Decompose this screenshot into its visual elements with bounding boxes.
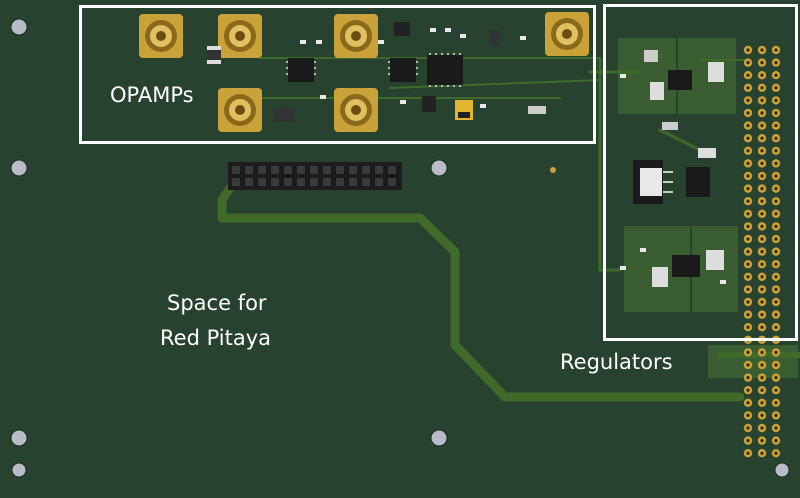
header-pin xyxy=(297,166,305,174)
sma-connector-icon xyxy=(545,12,589,56)
ic-chip-icon xyxy=(686,167,710,197)
header-pin xyxy=(349,166,357,174)
header-pin xyxy=(349,178,357,186)
resistor-icon xyxy=(274,108,294,122)
header-pin xyxy=(375,178,383,186)
header-pin xyxy=(245,166,253,174)
header-pin xyxy=(258,166,266,174)
regulators-highlight-box xyxy=(603,4,798,341)
mounting-hole xyxy=(430,429,448,447)
capacitor-icon xyxy=(706,250,724,270)
header-pin xyxy=(232,178,240,186)
header-pin xyxy=(258,178,266,186)
header-pin xyxy=(271,178,279,186)
capacitor-icon xyxy=(644,50,658,62)
sma-connector-icon xyxy=(334,14,378,58)
red-pitaya-label: Red Pitaya xyxy=(160,326,272,350)
mounting-hole xyxy=(11,462,27,478)
mounting-holes xyxy=(10,18,790,478)
header-pin xyxy=(323,178,331,186)
capacitor-icon xyxy=(650,82,664,100)
mounting-hole xyxy=(10,429,28,447)
mounting-hole xyxy=(774,462,790,478)
sma-connector-icon xyxy=(218,14,262,58)
header-pin xyxy=(323,166,331,174)
components xyxy=(207,22,726,287)
mounting-hole xyxy=(10,159,28,177)
header-pin xyxy=(284,166,292,174)
header-pin xyxy=(336,166,344,174)
sma-connectors xyxy=(139,12,589,132)
header-pin xyxy=(310,166,318,174)
capacitor-icon xyxy=(652,267,668,287)
header-pin xyxy=(375,166,383,174)
voltage-regulator-icon xyxy=(633,160,673,204)
opamps-label: OPAMPs xyxy=(110,83,194,107)
edge-connector-pins xyxy=(743,45,781,458)
header-pin xyxy=(362,166,370,174)
resistor-icon xyxy=(394,22,410,36)
pin-header-2x13 xyxy=(228,162,402,190)
header-pin xyxy=(362,178,370,186)
ic-chip-icon xyxy=(427,53,463,87)
mounting-hole xyxy=(430,159,448,177)
opamps-highlight-box xyxy=(79,5,596,144)
header-pin xyxy=(271,166,279,174)
capacitor-icon xyxy=(708,62,724,82)
space-for-label: Space for xyxy=(167,291,267,315)
ic-chip-icon xyxy=(388,58,418,82)
capacitor-icon xyxy=(698,148,716,158)
resistor-icon xyxy=(422,96,436,112)
header-pin xyxy=(388,166,396,174)
header-pin xyxy=(245,178,253,186)
header-pin xyxy=(297,178,305,186)
sma-connector-icon xyxy=(334,88,378,132)
regulators-label: Regulators xyxy=(560,350,673,374)
ic-chip-icon xyxy=(668,70,692,90)
sma-connector-icon xyxy=(218,88,262,132)
header-pin xyxy=(310,178,318,186)
sma-connector-icon xyxy=(139,14,183,58)
header-pin xyxy=(336,178,344,186)
ic-chip-icon xyxy=(672,255,700,277)
ic-chip-icon xyxy=(286,58,316,82)
resistor-icon xyxy=(490,30,500,46)
header-pin xyxy=(284,178,292,186)
header-pin xyxy=(388,178,396,186)
header-pin xyxy=(232,166,240,174)
mounting-hole xyxy=(10,18,28,36)
